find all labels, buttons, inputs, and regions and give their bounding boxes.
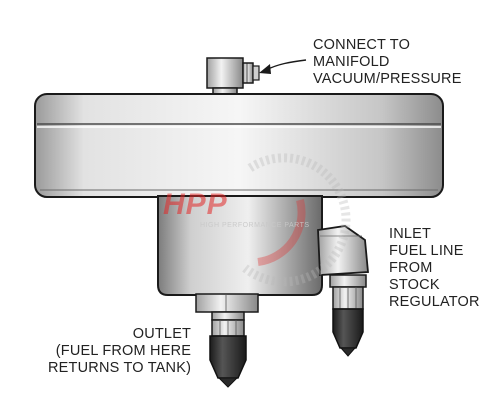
inlet-nozzle (332, 308, 364, 357)
diaphragm-housing (34, 93, 444, 198)
outlet-fitting (195, 293, 259, 337)
outlet-label: OUTLET (FUEL FROM HERE RETURNS TO TANK) (48, 326, 192, 376)
inlet-label: INLET FUEL LINE FROM STOCK REGULATOR (389, 226, 480, 310)
manifold-connection-label: CONNECT TO MANIFOLD VACUUM/PRESSURE (313, 37, 462, 87)
inlet-fitting (317, 225, 369, 310)
watermark-swoosh (242, 153, 351, 287)
manifold-callout-arrow (259, 59, 307, 74)
vacuum-port-fitting (206, 57, 260, 98)
outlet-nozzle (209, 335, 247, 388)
watermark-logo: HPP (163, 188, 228, 221)
regulator-body (157, 195, 323, 296)
watermark-subtitle: HIGH PERFORMANCE PARTS (200, 222, 310, 229)
